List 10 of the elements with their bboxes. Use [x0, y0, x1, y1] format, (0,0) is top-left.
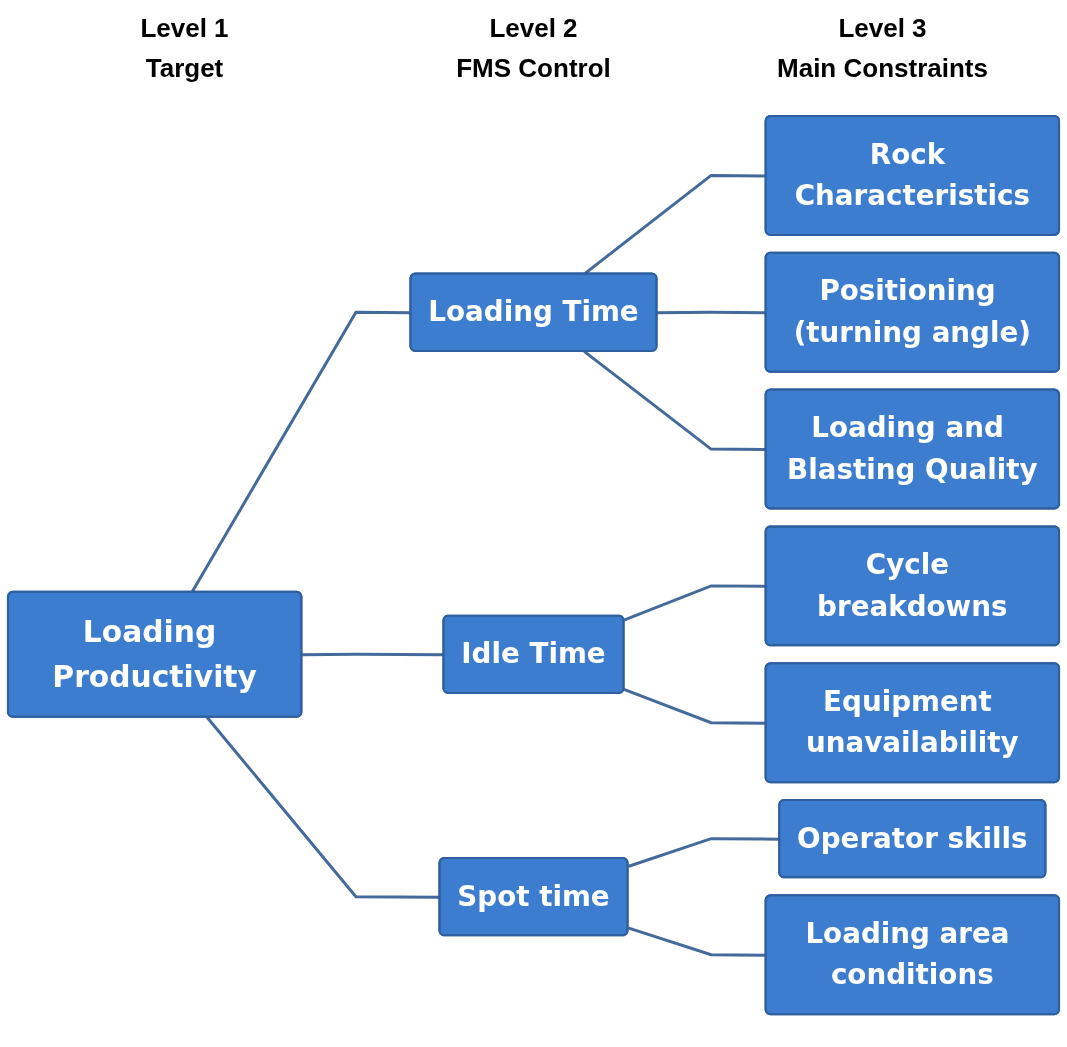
connector — [627, 837, 780, 868]
column-heading: Target — [145, 52, 224, 85]
column-heading: Level 3 — [838, 12, 927, 45]
column-heading: FMS Control — [456, 52, 611, 85]
column-heading: Main Constraints — [777, 52, 988, 85]
connector — [190, 310, 411, 593]
connector — [301, 652, 444, 657]
column-heading: Level 2 — [489, 12, 578, 45]
column-heading: Level 1 — [140, 12, 229, 45]
connector — [205, 716, 440, 899]
